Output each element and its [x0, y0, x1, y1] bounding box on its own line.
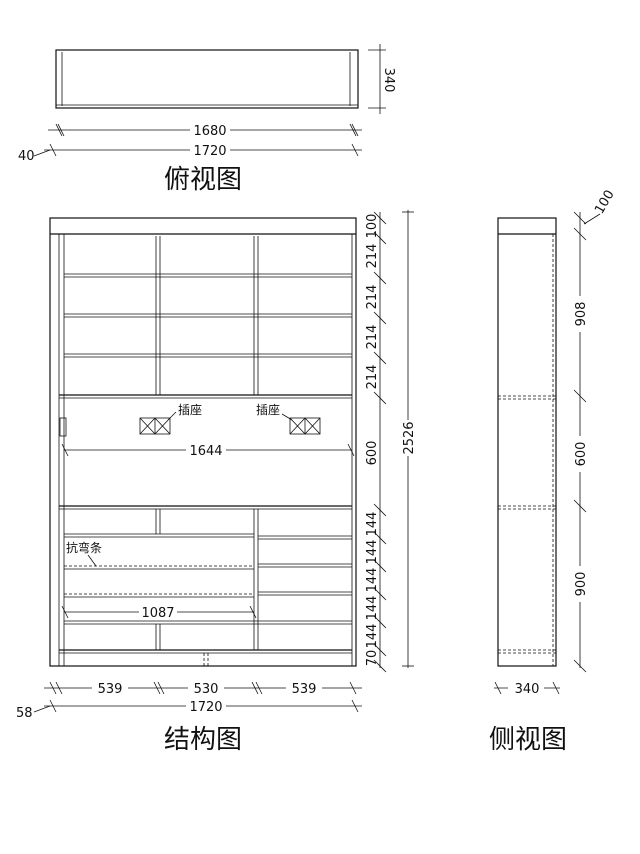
col-dim-0: 539	[98, 682, 123, 697]
side-middle-dim: 600	[574, 442, 589, 467]
height-dim-3: 214	[365, 325, 380, 350]
socket-right	[281, 413, 321, 435]
total-height-dim: 2526	[402, 421, 417, 454]
col-dim-2: 539	[292, 682, 317, 697]
side-top-dim: 100	[592, 188, 617, 217]
height-dim-10: 144	[365, 624, 380, 649]
top-view: 340 1680 1720 40 俯视图	[18, 44, 396, 195]
height-dim-6: 144	[365, 512, 380, 537]
side-view: 100 908 600 900 340 侧视图	[489, 188, 618, 755]
structure-view-title: 结构图	[164, 725, 242, 755]
side-lower-dim: 900	[574, 572, 589, 597]
socket-left	[139, 411, 177, 435]
top-total-width-dim: 1720	[193, 144, 226, 159]
structure-total-width-dim: 1720	[189, 700, 222, 715]
inner-width-dim: 1644	[189, 444, 222, 459]
top-view-title: 俯视图	[164, 165, 242, 195]
anti-bend-label: 抗弯条	[66, 540, 102, 555]
height-dim-7: 144	[365, 540, 380, 565]
height-dim-2: 214	[365, 285, 380, 310]
shelf-width-dim: 1087	[141, 606, 174, 621]
top-depth-dim: 340	[381, 68, 396, 93]
height-chain	[373, 211, 387, 673]
height-dim-1: 214	[365, 244, 380, 269]
side-upper-dim: 908	[574, 302, 589, 327]
height-dim-0: 100	[365, 214, 380, 239]
height-dim-4: 214	[365, 365, 380, 390]
col-dim-1: 530	[194, 682, 219, 697]
socket-left-label: 插座	[178, 402, 202, 417]
socket-right-label: 插座	[256, 402, 280, 417]
height-dim-9: 144	[365, 596, 380, 621]
top-inner-width-dim: 1680	[193, 124, 226, 139]
height-dim-11: 70	[365, 650, 380, 667]
top-side-dim: 40	[18, 149, 35, 164]
side-view-title: 侧视图	[489, 725, 567, 755]
structure-side-dim: 58	[16, 706, 33, 721]
structure-view: 插座 插座 1644 抗弯条	[16, 210, 417, 755]
height-dim-5: 600	[365, 441, 380, 466]
side-depth-dim: 340	[515, 682, 540, 697]
height-dim-8: 144	[365, 568, 380, 593]
